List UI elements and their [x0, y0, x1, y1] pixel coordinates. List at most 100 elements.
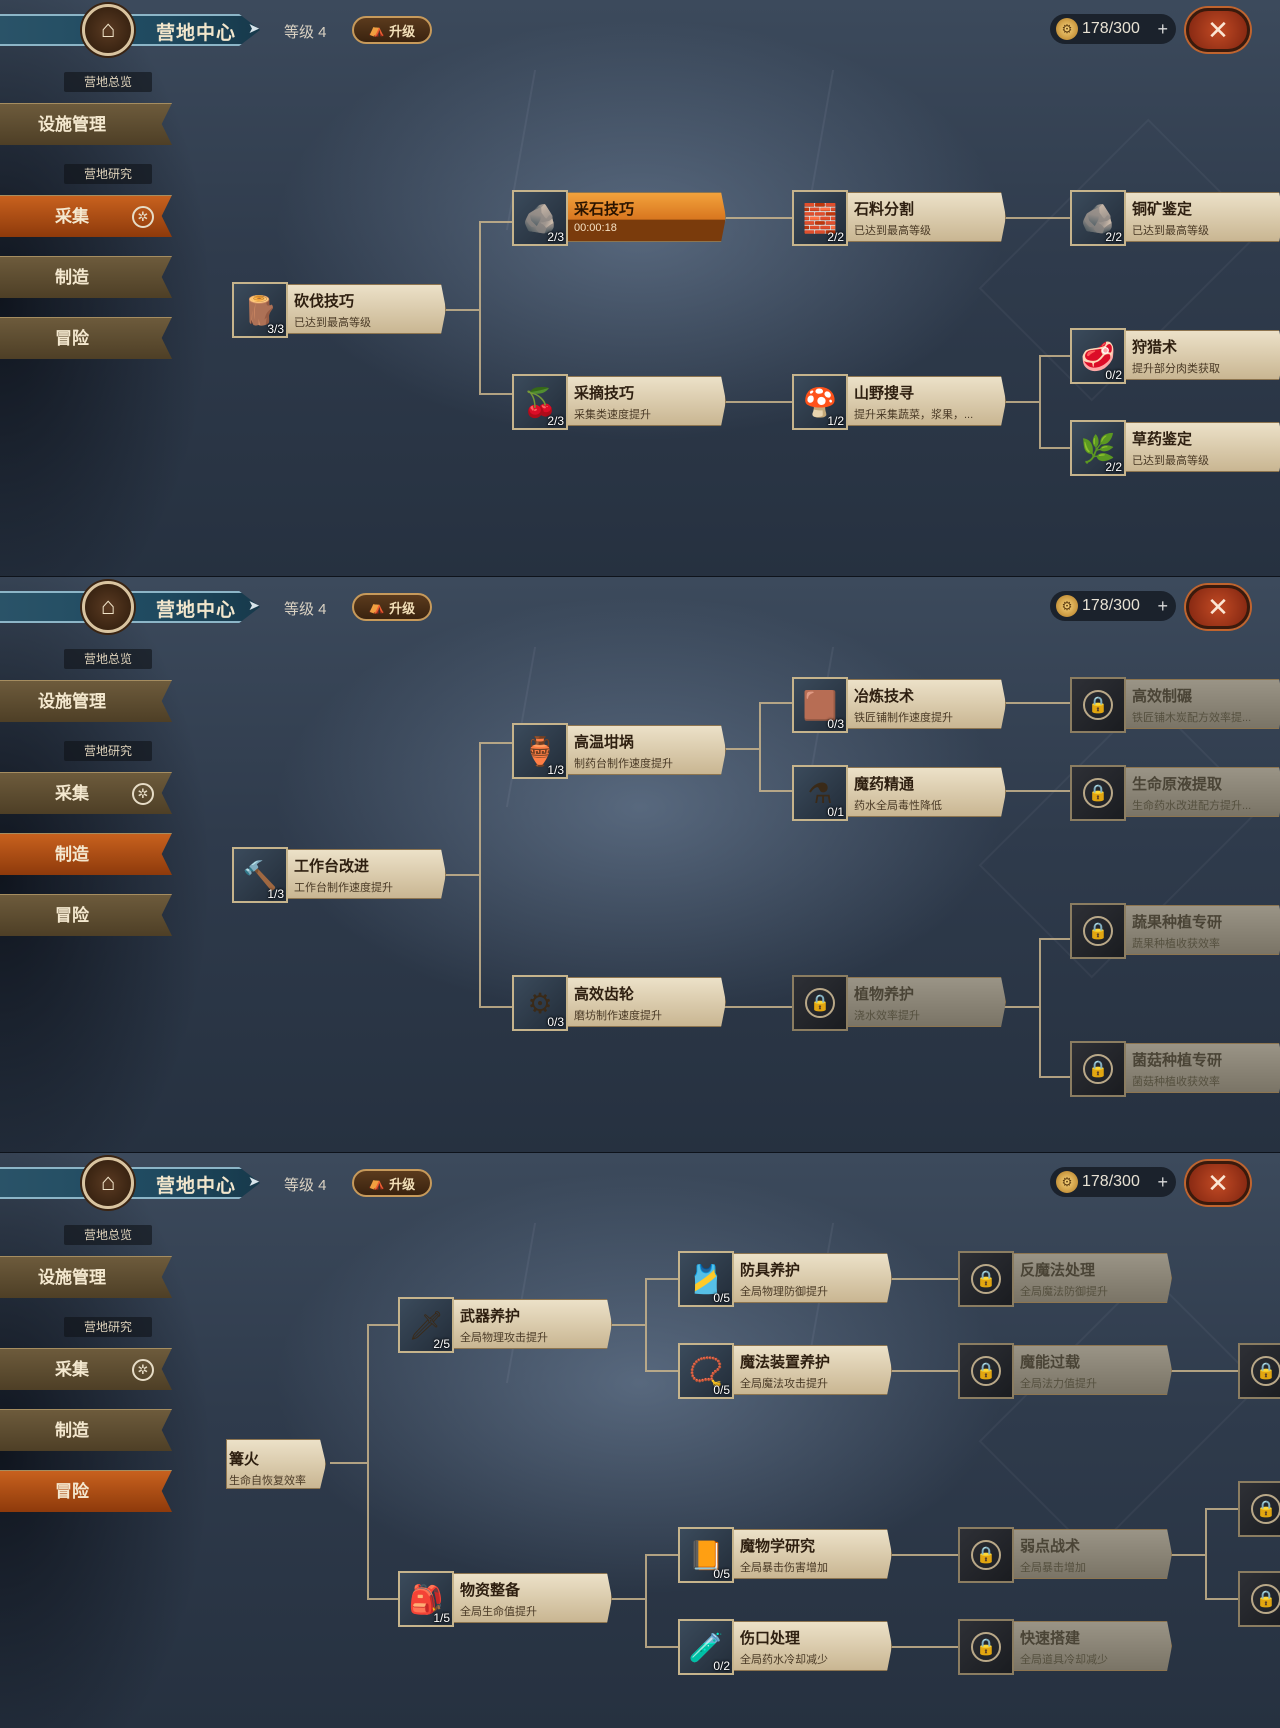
close-button[interactable]: ✕ [1186, 585, 1250, 629]
sidebar-item-adventure[interactable]: 冒险 [0, 317, 172, 359]
node-desc: 已达到最高等级 [1132, 455, 1209, 467]
node-card [842, 679, 1006, 729]
node-card [1008, 1529, 1172, 1579]
upgrade-button[interactable]: ⛺升级 [352, 1169, 432, 1197]
node-card [728, 1253, 892, 1303]
add-points-icon[interactable]: + [1157, 595, 1168, 616]
research-node-locked[interactable]: 🔒 魔能过载 全局法力值提升 [958, 1343, 1172, 1399]
node-desc: 全局法力值提升 [1020, 1378, 1097, 1390]
close-button[interactable]: ✕ [1186, 1161, 1250, 1205]
add-points-icon[interactable]: + [1157, 18, 1168, 39]
node-desc: 铁匠铺木炭配方效率提... [1132, 712, 1252, 724]
sidebar-item-craft[interactable]: 制造 [0, 1409, 172, 1451]
research-node-locked[interactable]: 🔒 弱点战术 全局暴击增加 [958, 1527, 1172, 1583]
locked-node-offscreen[interactable]: 🔒 [1238, 1343, 1280, 1399]
research-node-locked[interactable]: 🔒 菌菇种植专研 菌菇种植收获效率 [1070, 1041, 1280, 1097]
research-node[interactable]: 📙0/5 魔物学研究 全局暴击伤害增加 [678, 1527, 892, 1583]
research-node-locked[interactable]: 🔒 反魔法处理 全局魔法防御提升 [958, 1251, 1172, 1307]
sidebar-item-facility[interactable]: 设施管理 [0, 103, 172, 145]
sidebar-item-gather[interactable]: 采集✲ [0, 772, 172, 814]
research-node[interactable]: 🟫0/3 冶炼技术 铁匠铺制作速度提升 [792, 677, 1006, 733]
section-camp-research: 营地研究 [64, 1317, 152, 1337]
research-node[interactable]: ⚙0/3 高效齿轮 磨坊制作速度提升 [512, 975, 726, 1031]
node-desc: 全局魔法防御提升 [1020, 1286, 1108, 1298]
sidebar-item-adventure[interactable]: 冒险 [0, 1470, 172, 1512]
research-node-active[interactable]: 🪨2/3 采石技巧 00:00:18 [512, 190, 726, 246]
node-name: 物资整备 [460, 1582, 521, 1599]
node-name: 工作台改进 [294, 858, 370, 875]
node-name: 魔药精通 [854, 776, 915, 793]
page-title: 营地中心 [156, 23, 237, 44]
lock-icon: 🔒 [958, 1251, 1014, 1307]
lock-icon: 🔒 [1251, 1584, 1280, 1614]
upgrade-button[interactable]: ⛺升级 [352, 593, 432, 621]
upgrade-icon: ⛺ [368, 599, 386, 614]
research-node-locked[interactable]: 🔒 植物养护 浇水效率提升 [792, 975, 1006, 1031]
locked-node-offscreen[interactable]: 🔒 [1238, 1571, 1280, 1627]
top-bar: ⌂ 营地中心 ➤ 等级 4 ⛺升级 [0, 581, 440, 633]
research-node[interactable]: 🌿2/2 草药鉴定 已达到最高等级 [1070, 420, 1280, 476]
section-camp-overview: 营地总览 [64, 72, 152, 92]
research-node-locked[interactable]: 🔒 生命原液提取 生命药水改进配方提升... [1070, 765, 1280, 821]
sidebar-item-adventure[interactable]: 冒险 [0, 894, 172, 936]
sidebar-item-facility[interactable]: 设施管理 [0, 1256, 172, 1298]
research-coin-icon: ⚙ [1056, 595, 1078, 617]
node-desc: 采集类速度提升 [574, 409, 651, 421]
research-node-locked[interactable]: 🔒 高效制碾 铁匠铺木炭配方效率提... [1070, 677, 1280, 733]
node-card [1120, 192, 1280, 242]
research-node[interactable]: 🥩0/2 狩猎术 提升部分肉类获取 [1070, 328, 1280, 384]
close-button[interactable]: ✕ [1186, 8, 1250, 52]
locked-node-offscreen[interactable]: 🔒 [1238, 1481, 1280, 1537]
research-node[interactable]: 🏺1/3 高温坩埚 制药台制作速度提升 [512, 723, 726, 779]
node-desc: 已达到最高等级 [294, 317, 371, 329]
research-node[interactable]: 🍄1/2 山野搜寻 提升采集蔬菜，浆果，... [792, 374, 1006, 430]
research-node-partial[interactable]: 篝火 生命自恢复效率 [226, 1439, 326, 1489]
research-node[interactable]: 📿0/5 魔法装置养护 全局魔法攻击提升 [678, 1343, 892, 1399]
node-desc: 全局魔法攻击提升 [740, 1378, 828, 1390]
research-node[interactable]: 🪨2/2 铜矿鉴定 已达到最高等级 [1070, 190, 1280, 246]
sidebar-item-gather[interactable]: 采集✲ [0, 195, 172, 237]
node-name: 生命原液提取 [1132, 776, 1223, 793]
node-name: 高效制碾 [1132, 688, 1193, 705]
research-node[interactable]: 🔨1/3 工作台改进 工作台制作速度提升 [232, 847, 446, 903]
research-node-locked[interactable]: 🔒 蔬果种植专研 蔬果种植收获效率 [1070, 903, 1280, 959]
tree-connectors [442, 217, 1070, 449]
node-card [842, 376, 1006, 426]
add-points-icon[interactable]: + [1157, 1171, 1168, 1192]
research-node[interactable]: 🍒2/3 采摘技巧 采集类速度提升 [512, 374, 726, 430]
lock-icon: 🔒 [958, 1343, 1014, 1399]
section-camp-overview: 营地总览 [64, 649, 152, 669]
upgrade-button[interactable]: ⛺升级 [352, 16, 432, 44]
node-name: 武器养护 [460, 1308, 521, 1325]
sword-icon: 🗡2/5 [398, 1297, 454, 1353]
sidebar-item-facility[interactable]: 设施管理 [0, 680, 172, 722]
research-node[interactable]: 🎒1/5 物资整备 全局生命值提升 [398, 1571, 612, 1627]
sidebar-item-craft[interactable]: 制造 [0, 256, 172, 298]
node-progress: 2/3 [547, 414, 564, 428]
node-card [282, 284, 446, 334]
node-name: 伤口处理 [740, 1630, 801, 1647]
node-name: 魔法装置养护 [740, 1354, 831, 1371]
node-name: 砍伐技巧 [294, 293, 355, 310]
top-bar: ⌂ 营地中心 ➤ 等级 4 ⛺升级 [0, 4, 440, 56]
research-node[interactable]: 🧪0/2 伤口处理 全局药水冷却减少 [678, 1619, 892, 1675]
research-node[interactable]: 🎽0/5 防具养护 全局物理防御提升 [678, 1251, 892, 1307]
node-desc: 全局暴击增加 [1020, 1562, 1086, 1574]
research-node[interactable]: 🗡2/5 武器养护 全局物理攻击提升 [398, 1297, 612, 1353]
amulet-icon: 📿0/5 [678, 1343, 734, 1399]
node-card [728, 1529, 892, 1579]
node-name: 山野搜寻 [854, 385, 915, 402]
sidebar-item-craft[interactable]: 制造 [0, 833, 172, 875]
node-card [1008, 1253, 1172, 1303]
node-desc: 提升部分肉类获取 [1132, 363, 1220, 375]
research-node-locked[interactable]: 🔒 快速搭建 全局道具冷却减少 [958, 1619, 1172, 1675]
adventure-research-panel: ⌂ 营地中心 ➤ 等级 4 ⛺升级 ⚙ 178/300 + ✕ 营地总览 设施管… [0, 1152, 1280, 1728]
research-node[interactable]: 🧱2/2 石料分割 已达到最高等级 [792, 190, 1006, 246]
research-node[interactable]: ⚗0/1 魔药精通 药水全局毒性降低 [792, 765, 1006, 821]
node-desc: 已达到最高等级 [1132, 225, 1209, 237]
lock-icon: 🔒 [792, 975, 848, 1031]
research-node[interactable]: 🪵3/3 砍伐技巧 已达到最高等级 [232, 282, 446, 338]
sidebar-item-gather[interactable]: 采集✲ [0, 1348, 172, 1390]
gear-barrel-icon: ⚙0/3 [512, 975, 568, 1031]
upgrade-icon: ⛺ [368, 22, 386, 37]
